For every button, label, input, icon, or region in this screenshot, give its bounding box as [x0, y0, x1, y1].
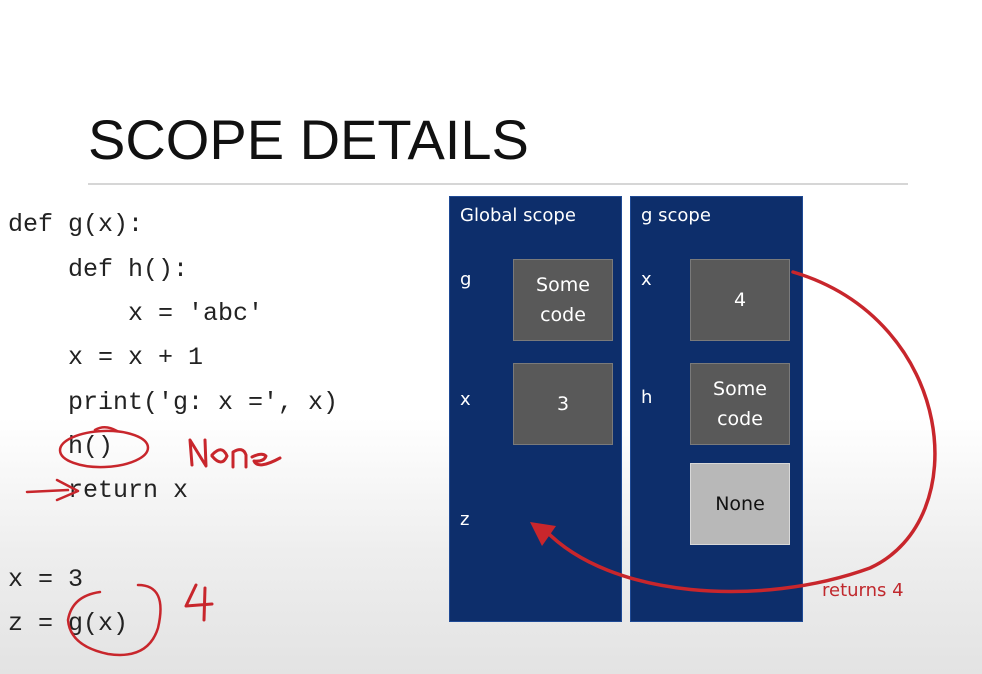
global-scope-panel: Global scope g Some code x 3 z [449, 196, 622, 622]
title-divider [88, 183, 908, 185]
g-return-value: None [690, 463, 790, 545]
circle-h-call [58, 429, 150, 469]
returns-label: returns 4 [822, 580, 904, 601]
global-var-g-value: Some code [513, 259, 613, 341]
g-scope-title: g scope [641, 205, 711, 226]
code-line-4: x = x + 1 [8, 343, 204, 372]
code-line-3: x = 'abc' [8, 299, 264, 328]
code-line-2: def h(): [8, 255, 189, 284]
g-var-h-label: h [641, 387, 653, 408]
return-arrow [543, 270, 937, 594]
code-line-9: z = g(x) [8, 609, 129, 638]
code-line-8: x = 3 [8, 565, 84, 594]
slide-title: SCOPE DETAILS [88, 108, 529, 171]
global-var-x-value: 3 [513, 363, 613, 445]
g-var-h-value: Some code [690, 363, 790, 445]
global-var-x-label: x [460, 389, 471, 410]
handwritten-none-icon [188, 438, 282, 469]
circle-gx-call [66, 583, 162, 657]
return-arrowhead-icon [530, 522, 556, 546]
g-scope-panel: g scope x 4 h Some code None [630, 196, 803, 622]
code-line-5: print('g: x =', x) [8, 388, 339, 417]
global-var-g-label: g [460, 269, 472, 290]
code-line-7: return x [8, 476, 189, 505]
circle-h-tick [93, 426, 119, 433]
handwritten-four-icon [184, 583, 214, 622]
g-var-x-value: 4 [690, 259, 790, 341]
code-line-1: def g(x): [8, 210, 144, 239]
global-scope-title: Global scope [460, 205, 576, 226]
g-var-x-label: x [641, 269, 652, 290]
global-var-z-label: z [460, 509, 470, 530]
pointer-arrow-icon [25, 478, 80, 502]
